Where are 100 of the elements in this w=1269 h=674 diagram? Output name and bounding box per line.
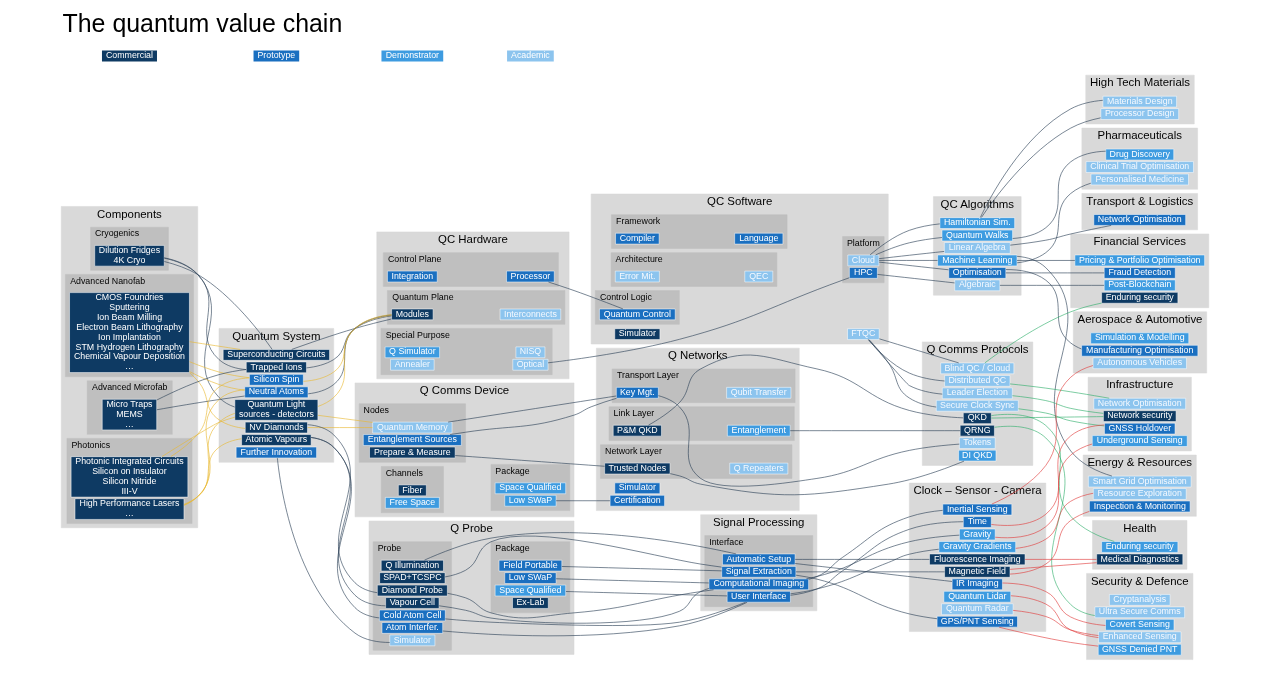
- node-box: Simulation & Modelling: [1089, 332, 1189, 344]
- node-box: Clinical Trial Optimisation: [1085, 161, 1194, 173]
- node-box: Quantum Memory: [371, 421, 452, 434]
- connector: [1009, 562, 1097, 570]
- connector: [276, 457, 390, 643]
- node-box: Network Optimisation: [1093, 398, 1186, 410]
- node-box: GNSS Holdover: [1103, 422, 1175, 435]
- connector: [188, 371, 245, 391]
- node-box: Low SWaP: [503, 495, 556, 507]
- connector: [878, 260, 938, 261]
- node-box: SPAD+TCSPC: [378, 572, 445, 584]
- connector: [306, 424, 378, 593]
- node-box: FTQC: [846, 328, 879, 340]
- connector: [183, 389, 245, 506]
- node-box: Space Qualified: [494, 482, 566, 494]
- connector: [156, 369, 246, 401]
- connector: [867, 339, 943, 395]
- node-box: GPS/PNT Sensing: [936, 615, 1018, 628]
- connector: [156, 395, 245, 411]
- node-box: Certification: [609, 495, 665, 507]
- connector: [317, 314, 392, 407]
- node-box: Trapped Ions: [245, 361, 307, 374]
- node-box: Quantum Control: [598, 308, 675, 321]
- connector: [647, 354, 963, 426]
- node-box: High Performance Lasers …: [74, 498, 184, 520]
- connector: [984, 302, 1102, 364]
- node-box: Gravity: [958, 528, 995, 541]
- node-box: Underground Sensing: [1091, 435, 1187, 447]
- node-box: Quantum Light sources - detectors: [234, 399, 318, 421]
- node-box: Resource Exploration: [1092, 488, 1186, 500]
- connector: [1010, 595, 1099, 638]
- node-box: Hamiltonian Sim.: [939, 217, 1015, 229]
- node-box: Modules: [390, 308, 433, 321]
- connector: [446, 589, 714, 619]
- connector: [794, 559, 930, 560]
- node-box: Micro Traps MEMS …: [101, 399, 157, 431]
- node-box: Space Qualified: [494, 584, 566, 597]
- connector: [991, 365, 1093, 505]
- node-box: DI QKD: [957, 449, 996, 462]
- node-box: Processor Design: [1100, 108, 1179, 120]
- node-box: Optical: [512, 359, 548, 371]
- node-box: Inertial Sensing: [942, 503, 1012, 516]
- connector: [183, 438, 242, 505]
- connector: [161, 416, 235, 457]
- connector: [878, 338, 959, 364]
- node-box: Drug Discovery: [1105, 148, 1174, 161]
- connector: [874, 237, 942, 256]
- legend-label: Prototype: [256, 50, 295, 61]
- node-box: Entanglement Sources: [362, 434, 462, 446]
- connector: [990, 424, 1105, 526]
- node-box: Error Mit.: [614, 270, 660, 283]
- node-box: Post-Blockchain: [1103, 279, 1176, 292]
- node-box: Neutral Atoms: [243, 386, 308, 398]
- node-box: GNSS Denied PNT: [1097, 644, 1181, 656]
- connector: [789, 521, 963, 596]
- connector: [657, 395, 960, 487]
- node-box: Processor: [505, 270, 555, 283]
- node-box: Inspection & Monitoring: [1088, 500, 1190, 513]
- connector: [998, 626, 1098, 647]
- node-box: Integration: [386, 270, 437, 283]
- connector: [317, 415, 373, 423]
- node-box: Quantum Radar: [940, 603, 1013, 615]
- connector: [305, 315, 392, 369]
- connector: [789, 548, 939, 595]
- connector: [444, 535, 722, 578]
- node-box: Time: [962, 516, 992, 528]
- legend-label: Academic: [510, 50, 550, 61]
- node-box: Qubit Transfer: [725, 387, 791, 399]
- connector: [555, 578, 709, 584]
- connector: [876, 274, 955, 284]
- node-box: Fraud Detection: [1103, 267, 1176, 279]
- node-box: Simulator: [614, 482, 660, 494]
- connector: [306, 427, 373, 428]
- node-box: Cryptanalysis: [1108, 594, 1170, 606]
- connector: [1014, 492, 1093, 549]
- connector: [1009, 511, 1090, 575]
- node-box: Key Mgt.: [615, 387, 659, 399]
- node-box: Smart Grid Optimisation: [1087, 475, 1191, 488]
- node-box: Free Space: [384, 497, 440, 509]
- node-box: Materials Design: [1102, 95, 1177, 108]
- connector: [1009, 383, 1109, 399]
- node-box: Dilution Fridges 4K Cryo: [93, 245, 164, 267]
- connector: [805, 534, 960, 580]
- connector: [555, 500, 610, 502]
- connector: [454, 455, 605, 467]
- node-box: Linear Algebra: [943, 242, 1010, 254]
- node-box: Interconnects: [499, 308, 561, 321]
- node-box: User Interface: [726, 591, 791, 603]
- node-box: Network security: [1102, 410, 1176, 422]
- node-box: Simulator: [614, 328, 660, 340]
- node-box: Q Illumination: [380, 559, 444, 572]
- node-box: Field Portable: [498, 559, 562, 572]
- node-box: Trusted Nodes: [603, 462, 670, 475]
- connector: [188, 361, 250, 379]
- node-box: Atomic Vapours: [240, 434, 311, 446]
- node-box: Enduring security: [1100, 541, 1178, 553]
- connector: [795, 574, 937, 620]
- connector: [1011, 150, 1106, 239]
- node-box: HPC: [848, 267, 878, 279]
- connector: [1016, 255, 1112, 477]
